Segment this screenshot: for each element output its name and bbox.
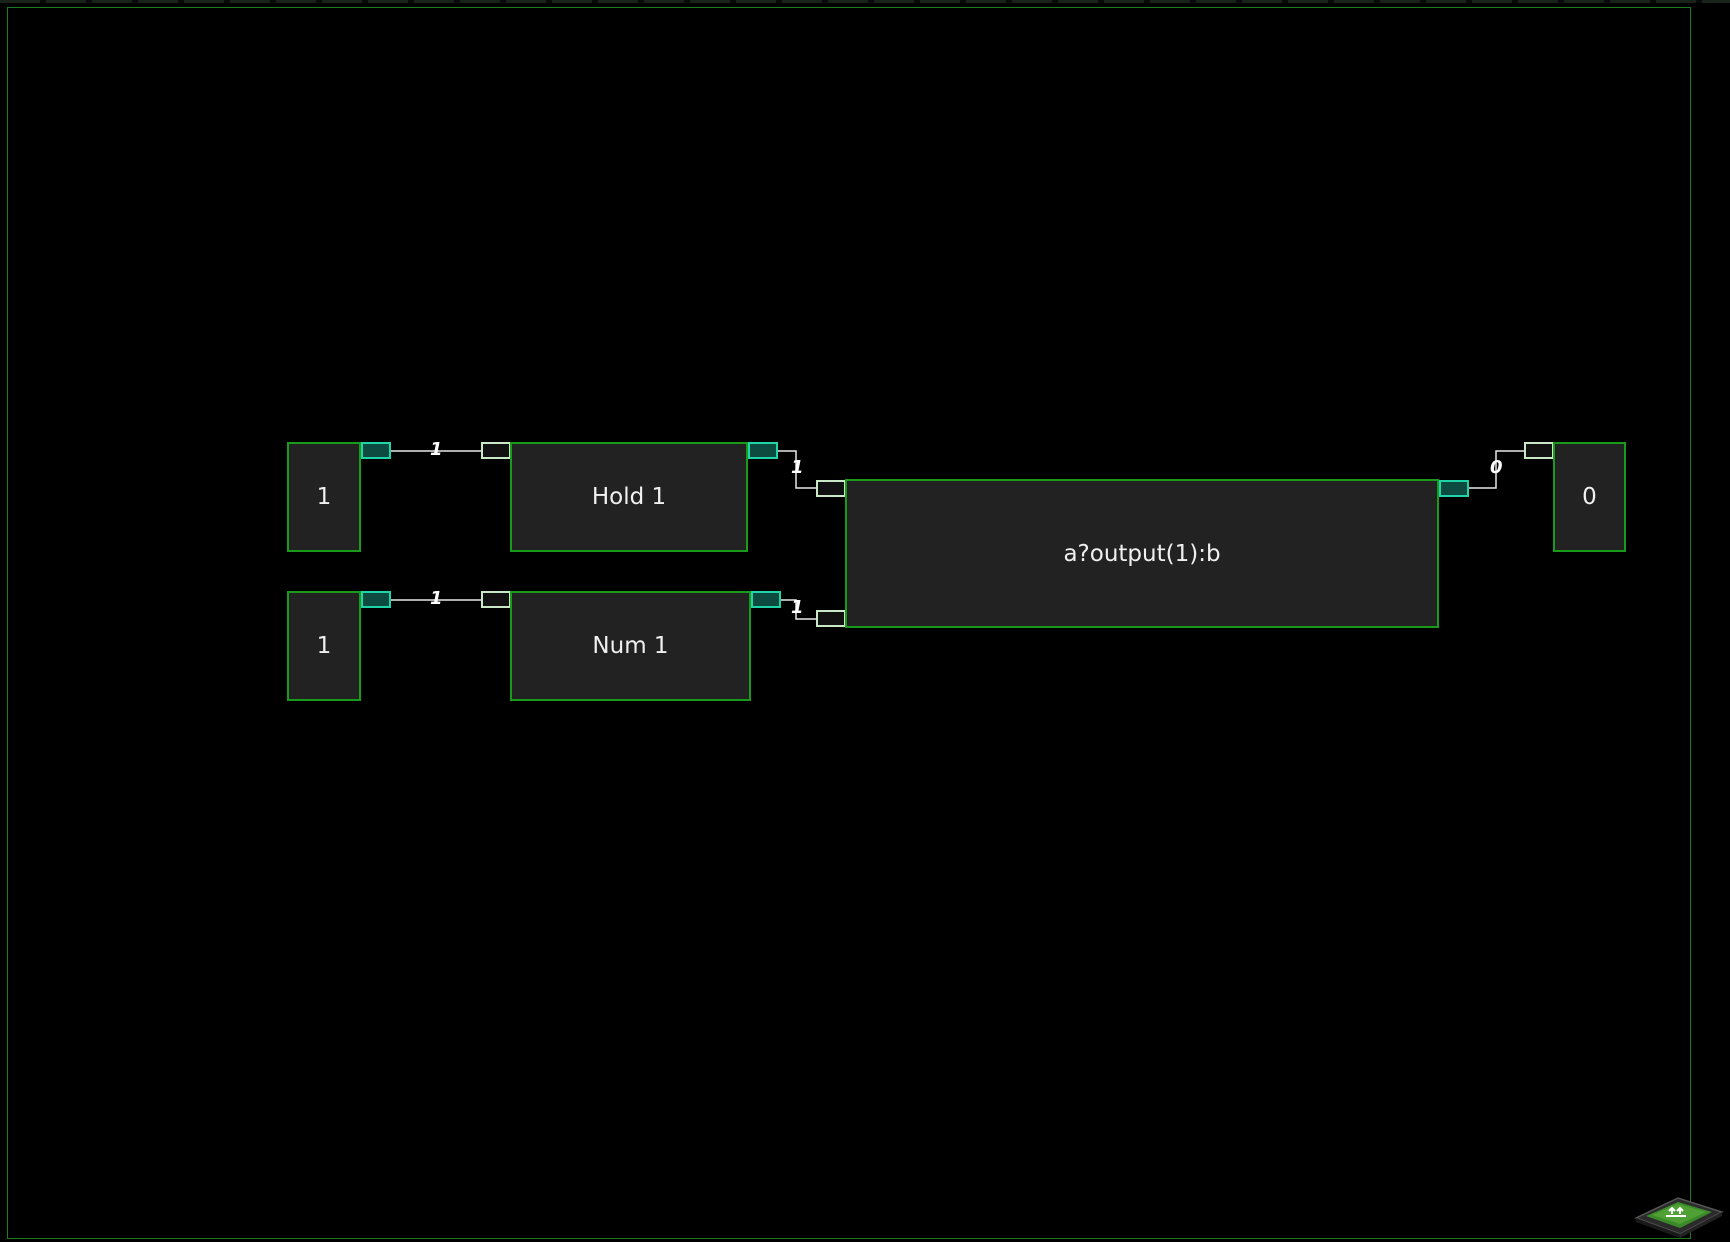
input-port[interactable] bbox=[1524, 442, 1554, 459]
wire-value-label: 1 bbox=[791, 457, 804, 478]
hold-node[interactable]: Hold 1 bbox=[510, 442, 748, 552]
node-label: Num 1 bbox=[592, 633, 669, 659]
canvas-frame bbox=[7, 7, 1691, 1239]
wire-value-label: 1 bbox=[430, 439, 443, 460]
num-node[interactable]: Num 1 bbox=[510, 591, 751, 701]
wire-hold-to-ternary bbox=[778, 450, 816, 489]
output-port[interactable] bbox=[1439, 480, 1469, 497]
input-port-b[interactable] bbox=[816, 610, 846, 627]
node-label: 0 bbox=[1582, 484, 1597, 510]
upload-tray-icon[interactable] bbox=[1632, 1182, 1726, 1238]
input-port[interactable] bbox=[481, 442, 511, 459]
node-label: 1 bbox=[316, 633, 332, 659]
wire-ternary-to-output bbox=[1469, 450, 1524, 489]
output-port[interactable] bbox=[361, 442, 391, 459]
constant-node[interactable]: 1 bbox=[287, 591, 361, 701]
wire-value-label: 1 bbox=[791, 597, 804, 618]
wire-num-to-ternary bbox=[780, 599, 816, 620]
node-label: 1 bbox=[316, 484, 332, 510]
top-toolbar-strip bbox=[0, 0, 1730, 3]
ternary-node[interactable]: a?output(1):b bbox=[845, 479, 1439, 628]
wire-value-label: 1 bbox=[430, 588, 443, 609]
constant-node[interactable]: 1 bbox=[287, 442, 361, 552]
wire-value-label: 0 bbox=[1490, 457, 1503, 478]
output-port[interactable] bbox=[751, 591, 781, 608]
display-node[interactable]: 0 bbox=[1553, 442, 1626, 552]
output-port[interactable] bbox=[748, 442, 778, 459]
input-port-a[interactable] bbox=[816, 480, 846, 497]
input-port[interactable] bbox=[481, 591, 511, 608]
output-port[interactable] bbox=[361, 591, 391, 608]
node-label: Hold 1 bbox=[591, 484, 667, 510]
node-label: a?output(1):b bbox=[1063, 540, 1221, 567]
